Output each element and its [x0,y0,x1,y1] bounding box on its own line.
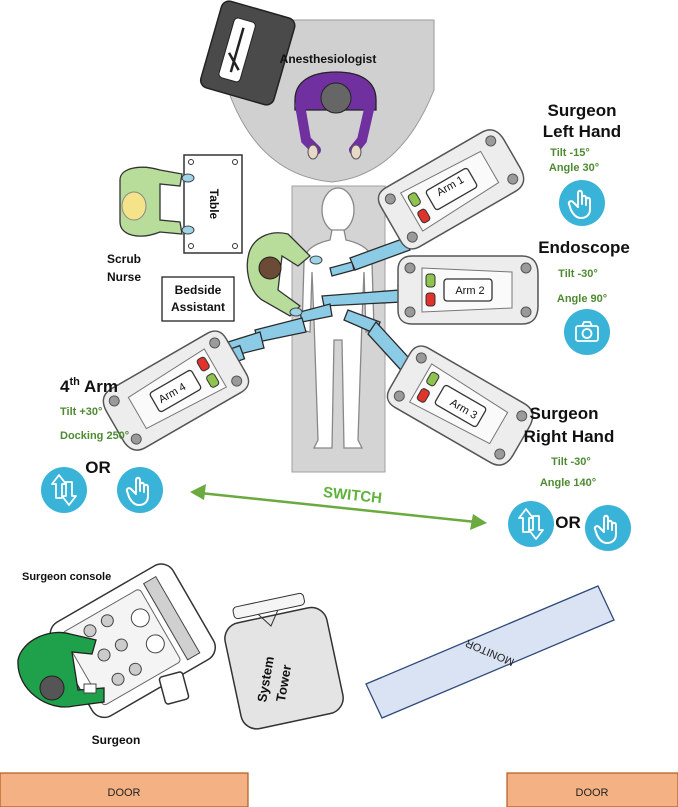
camera-icon [564,309,610,355]
anesthesia-machine [199,0,296,106]
bedside-assistant-label-line1: Bedside [175,283,222,297]
patient-outline [301,187,375,449]
instrument-table [183,154,243,254]
or-right-label: OR [555,513,581,532]
left-hand-angle: Angle 30° [549,162,599,174]
fourth-arm-tilt: Tilt +30° [60,406,102,418]
surgeon-label: Surgeon [92,733,141,747]
foot-pedal [158,671,190,705]
switch-arrow [190,484,487,530]
door-left [0,772,249,807]
system-tower [224,592,344,730]
scrub-nurse-label-line2: Nurse [107,270,141,284]
scrub-nurse-figure [119,166,195,237]
fourth-arm-title: 4th Arm [60,376,118,396]
fourth-arm-docking: Docking 250° [60,430,129,442]
swap-arrows-icon [41,467,87,513]
left-hand-title-line1: Surgeon [548,101,617,120]
hand-pointer-icon [117,467,163,513]
endoscope-tilt: Tilt -30° [558,268,598,280]
left-hand-title-line2: Left Hand [543,122,621,141]
hand-pointer-icon [585,505,631,551]
arm2-label: Arm 2 [455,285,484,297]
system-tower-label-line2: Tower [273,664,294,703]
monitor [365,585,615,719]
right-hand-tilt: Tilt -30° [551,456,591,468]
endoscope-angle: Angle 90° [557,293,607,305]
anesthesiologist-label: Anesthesiologist [280,52,377,66]
endoscope-title: Endoscope [538,238,630,257]
bedside-assistant-box [161,276,235,322]
hand-pointer-icon [559,180,605,226]
door-right-label: DOOR [576,787,609,799]
right-hand-title-line1: Surgeon [530,404,599,423]
table-label: Table [207,189,221,220]
right-hand-angle: Angle 140° [540,477,596,489]
surgeon-figure [17,631,105,708]
or-left-label: OR [85,458,111,477]
door-right [506,772,678,807]
bedside-assistant-label-line2: Assistant [171,300,225,314]
scrub-nurse-label-line1: Scrub [107,252,141,266]
surgeon-console-label: Surgeon console [22,571,111,583]
door-left-label: DOOR [108,787,141,799]
anesthesiologist-figure [294,71,377,160]
right-hand-title-line2: Right Hand [524,427,615,446]
left-hand-tilt: Tilt -15° [550,147,590,159]
swap-arrows-icon [508,501,554,547]
bedside-assistant-figure [246,232,323,317]
switch-label: SWITCH [322,484,383,507]
